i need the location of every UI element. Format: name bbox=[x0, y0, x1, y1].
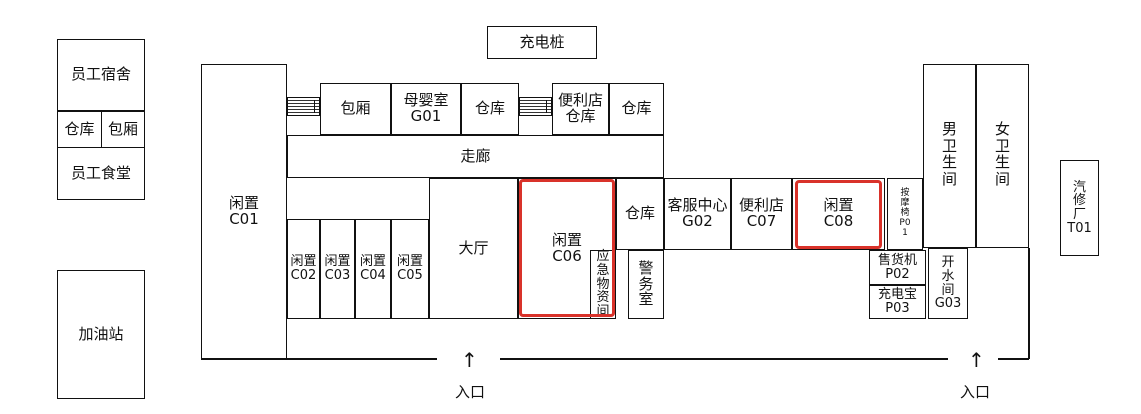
repair-shop-t01: 汽 修 厂 T01 bbox=[1060, 160, 1099, 256]
bottom-wall-right bbox=[998, 358, 1029, 360]
idle-c08-label: 闲置 C08 bbox=[823, 196, 854, 230]
vending-machine-p02: 售货机 P02 bbox=[869, 250, 926, 285]
bottom-wall-left bbox=[201, 358, 437, 360]
idle-c05-label: 闲置 C05 bbox=[396, 254, 423, 283]
warehouse-2: 仓库 bbox=[609, 83, 664, 135]
up-arrow-icon: ↑ bbox=[968, 348, 985, 372]
idle-c01: 闲置 C01 bbox=[201, 64, 287, 359]
charging-pile-label: 充电桩 bbox=[519, 32, 565, 51]
gas-station-label: 加油站 bbox=[78, 324, 124, 343]
staff-dorm-label: 员工宿舍 bbox=[70, 65, 131, 84]
store-c07-label: 便利店 C07 bbox=[738, 196, 784, 230]
mother-baby-room-g01: 母婴室 G01 bbox=[391, 83, 461, 135]
idle-c06: 闲置 C06 bbox=[518, 178, 616, 319]
water-room-label: 开 水 间 G03 bbox=[934, 255, 962, 312]
idle-c02-label: 闲置 C02 bbox=[290, 254, 317, 283]
warehouse-left: 仓库 bbox=[57, 111, 102, 148]
stairs-icon bbox=[287, 97, 320, 116]
idle-c03: 闲置 C03 bbox=[320, 219, 355, 319]
mens-restroom-label: 男 卫 生 间 bbox=[941, 120, 957, 188]
service-center-label: 客服中心 G02 bbox=[667, 196, 728, 230]
mother-baby-room-label: 母婴室 G01 bbox=[403, 91, 449, 125]
idle-c03-label: 闲置 C03 bbox=[324, 254, 351, 283]
corridor-label: 走廊 bbox=[460, 146, 491, 165]
idle-c02: 闲置 C02 bbox=[287, 219, 320, 319]
staff-canteen-label: 员工食堂 bbox=[70, 163, 131, 182]
stairs-icon bbox=[519, 97, 552, 116]
warehouse-2-label: 仓库 bbox=[621, 99, 652, 118]
highlight-c08 bbox=[795, 180, 882, 249]
charging-pile: 充电桩 bbox=[487, 26, 597, 59]
idle-c06-label: 闲置 C06 bbox=[551, 230, 582, 265]
store-c07: 便利店 C07 bbox=[731, 178, 792, 250]
warehouse-3: 仓库 bbox=[616, 178, 664, 250]
entrance-label: 入口 bbox=[960, 383, 991, 401]
power-bank-p03: 充电宝 P03 bbox=[869, 285, 926, 319]
bottom-wall-middle bbox=[500, 358, 948, 360]
corridor: 走廊 bbox=[287, 135, 664, 178]
box-room-left: 包厢 bbox=[101, 111, 145, 148]
store-warehouse: 便利店 仓库 bbox=[552, 83, 609, 135]
box-room-left-label: 包厢 bbox=[107, 119, 138, 138]
repair-shop-label: 汽 修 厂 T01 bbox=[1067, 179, 1092, 236]
gas-station: 加油站 bbox=[57, 270, 145, 399]
massage-chair-p01: 按 摩 椅 P0 1 bbox=[887, 178, 923, 250]
service-center-g02: 客服中心 G02 bbox=[664, 178, 731, 250]
box-room-label: 包厢 bbox=[340, 99, 371, 118]
police-room: 警 务 室 bbox=[628, 250, 664, 319]
warehouse-left-label: 仓库 bbox=[64, 119, 95, 138]
warehouse-1-label: 仓库 bbox=[474, 99, 505, 118]
emergency-supplies-room: 应急 物资 间 bbox=[590, 250, 616, 319]
womens-restroom: 女 卫 生 间 bbox=[976, 64, 1029, 248]
entrance-label: 入口 bbox=[455, 383, 486, 401]
staff-canteen: 员工食堂 bbox=[57, 147, 145, 200]
power-bank-label: 充电宝 P03 bbox=[877, 287, 917, 316]
vending-machine-label: 售货机 P02 bbox=[877, 252, 917, 282]
staff-dorm: 员工宿舍 bbox=[57, 39, 145, 111]
idle-c04-label: 闲置 C04 bbox=[359, 254, 386, 283]
idle-c01-label: 闲置 C01 bbox=[228, 193, 259, 228]
hall: 大厅 bbox=[429, 178, 518, 319]
up-arrow-icon: ↑ bbox=[461, 348, 478, 372]
right-wall bbox=[1028, 248, 1030, 359]
warehouse-3-label: 仓库 bbox=[624, 204, 655, 223]
store-warehouse-label: 便利店 仓库 bbox=[557, 91, 603, 125]
idle-c04: 闲置 C04 bbox=[355, 219, 391, 319]
massage-chair-label: 按 摩 椅 P0 1 bbox=[899, 188, 911, 238]
mens-restroom: 男 卫 生 间 bbox=[923, 64, 976, 248]
idle-c08: 闲置 C08 bbox=[792, 178, 885, 250]
warehouse-1: 仓库 bbox=[461, 83, 519, 135]
womens-restroom-label: 女 卫 生 间 bbox=[994, 120, 1010, 188]
police-room-label: 警 务 室 bbox=[638, 258, 654, 309]
highlight-c06 bbox=[519, 179, 615, 317]
idle-c05: 闲置 C05 bbox=[391, 219, 429, 319]
hall-label: 大厅 bbox=[458, 238, 489, 257]
water-room-g03: 开 水 间 G03 bbox=[928, 248, 968, 319]
box-room: 包厢 bbox=[320, 83, 391, 135]
